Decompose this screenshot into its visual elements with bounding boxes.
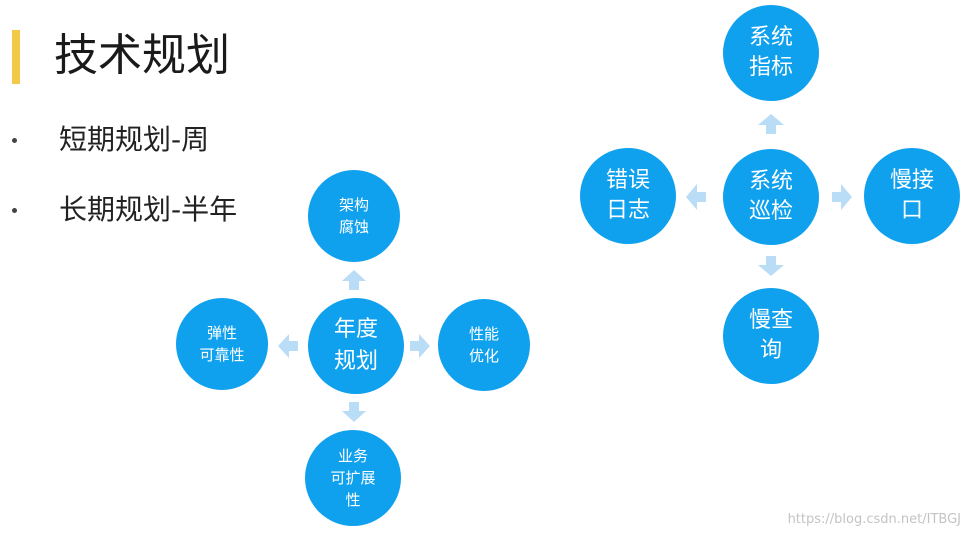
watermark: https://blog.csdn.net/ITBGJ	[787, 512, 961, 527]
node-label: 系统 指标	[748, 25, 793, 80]
bullet-text: 长期规划-半年	[59, 193, 238, 226]
bullet-dot	[12, 137, 17, 143]
bullet-item-short-term: 短期规划-周	[12, 122, 209, 158]
node-label: 系统 巡检	[748, 169, 793, 224]
node-system-metrics: 系统 指标	[723, 5, 819, 101]
node-architecture-decay: 架构 腐蚀	[308, 170, 400, 262]
node-annual-plan: 年度 规划	[308, 298, 404, 394]
node-resilience: 弹性 可靠性	[176, 298, 268, 390]
node-label: 慢查 询	[748, 308, 793, 363]
arrow-right-icon	[410, 334, 430, 358]
page-title: 技术规划	[54, 30, 230, 81]
node-label: 架构 腐蚀	[338, 196, 369, 236]
arrow-up-icon	[758, 114, 784, 134]
node-label: 性能 优化	[468, 325, 499, 365]
title-accent-bar	[12, 30, 20, 84]
arrow-right-icon	[832, 184, 852, 210]
arrow-up-icon	[342, 270, 366, 290]
arrow-down-icon	[758, 256, 784, 276]
bullet-item-long-term: 长期规划-半年	[12, 192, 237, 228]
node-label: 慢接 口	[889, 168, 934, 223]
bullet-dot	[12, 207, 17, 213]
arrow-left-icon	[686, 184, 706, 210]
node-label: 错误 日志	[605, 168, 650, 223]
node-business-scalability: 业务 可扩展 性	[305, 430, 401, 526]
node-label: 年度 规划	[333, 317, 378, 374]
arrow-down-icon	[342, 402, 366, 422]
node-error-log: 错误 日志	[580, 148, 676, 244]
bullet-text: 短期规划-周	[59, 123, 210, 156]
arrow-left-icon	[278, 334, 298, 358]
node-slow-query: 慢查 询	[723, 288, 819, 384]
node-system-inspection: 系统 巡检	[723, 149, 819, 245]
node-label: 弹性 可靠性	[199, 324, 245, 364]
node-slow-api: 慢接 口	[864, 148, 960, 244]
node-label: 业务 可扩展 性	[330, 447, 376, 509]
node-performance: 性能 优化	[438, 299, 530, 391]
